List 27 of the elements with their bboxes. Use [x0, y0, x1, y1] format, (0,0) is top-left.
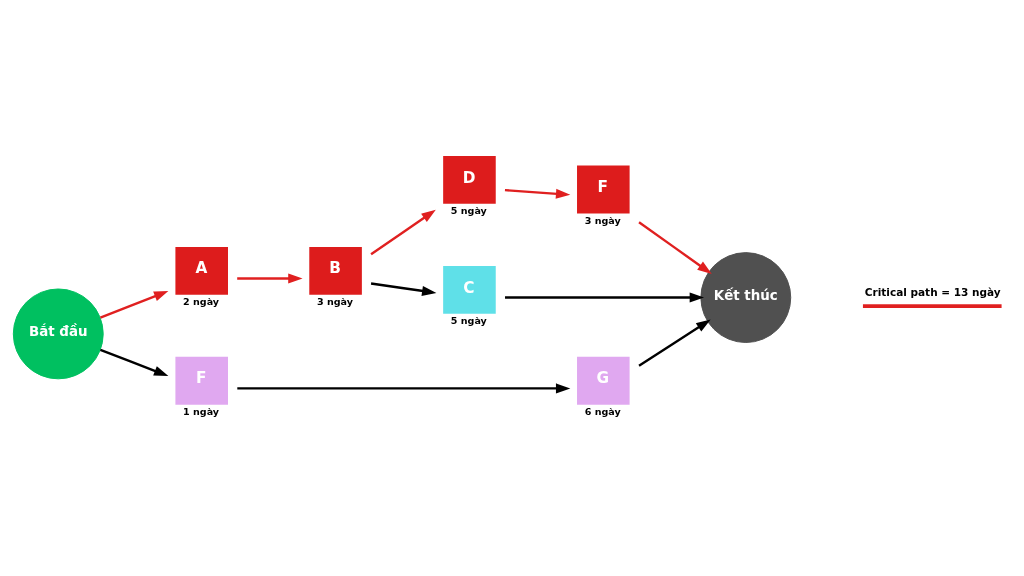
- arrow: [99, 348, 169, 377]
- node-box: B: [309, 246, 362, 295]
- node-label: 5 ngày: [450, 315, 487, 327]
- node-box: A: [175, 246, 228, 295]
- arrow: [370, 282, 437, 296]
- arrow: [638, 221, 712, 275]
- arrow: [237, 383, 571, 394]
- node-label: 3 ngày: [316, 296, 353, 308]
- node-label: 6 ngày: [584, 406, 621, 418]
- node-circle: Kết thúc: [700, 252, 792, 343]
- arrow: [370, 209, 436, 256]
- arrow: [505, 292, 705, 303]
- node-label: 1 ngày: [183, 406, 220, 418]
- arrow: [237, 273, 303, 284]
- node-box: G: [577, 356, 630, 405]
- arrow: [638, 319, 711, 367]
- node-box: C: [443, 266, 496, 314]
- node-label: 3 ngày: [584, 214, 621, 226]
- arrow: [99, 290, 169, 319]
- node-label: 2 ngày: [183, 296, 220, 308]
- node-box: F: [175, 356, 228, 405]
- legend-label: Critical path = 13 ngày: [864, 286, 1001, 299]
- arrow: [504, 188, 571, 199]
- node-box: F: [577, 165, 630, 214]
- node-circle: Bắt đầu: [12, 288, 104, 380]
- node-box: D: [443, 156, 496, 204]
- node-label: 5 ngày: [450, 205, 487, 217]
